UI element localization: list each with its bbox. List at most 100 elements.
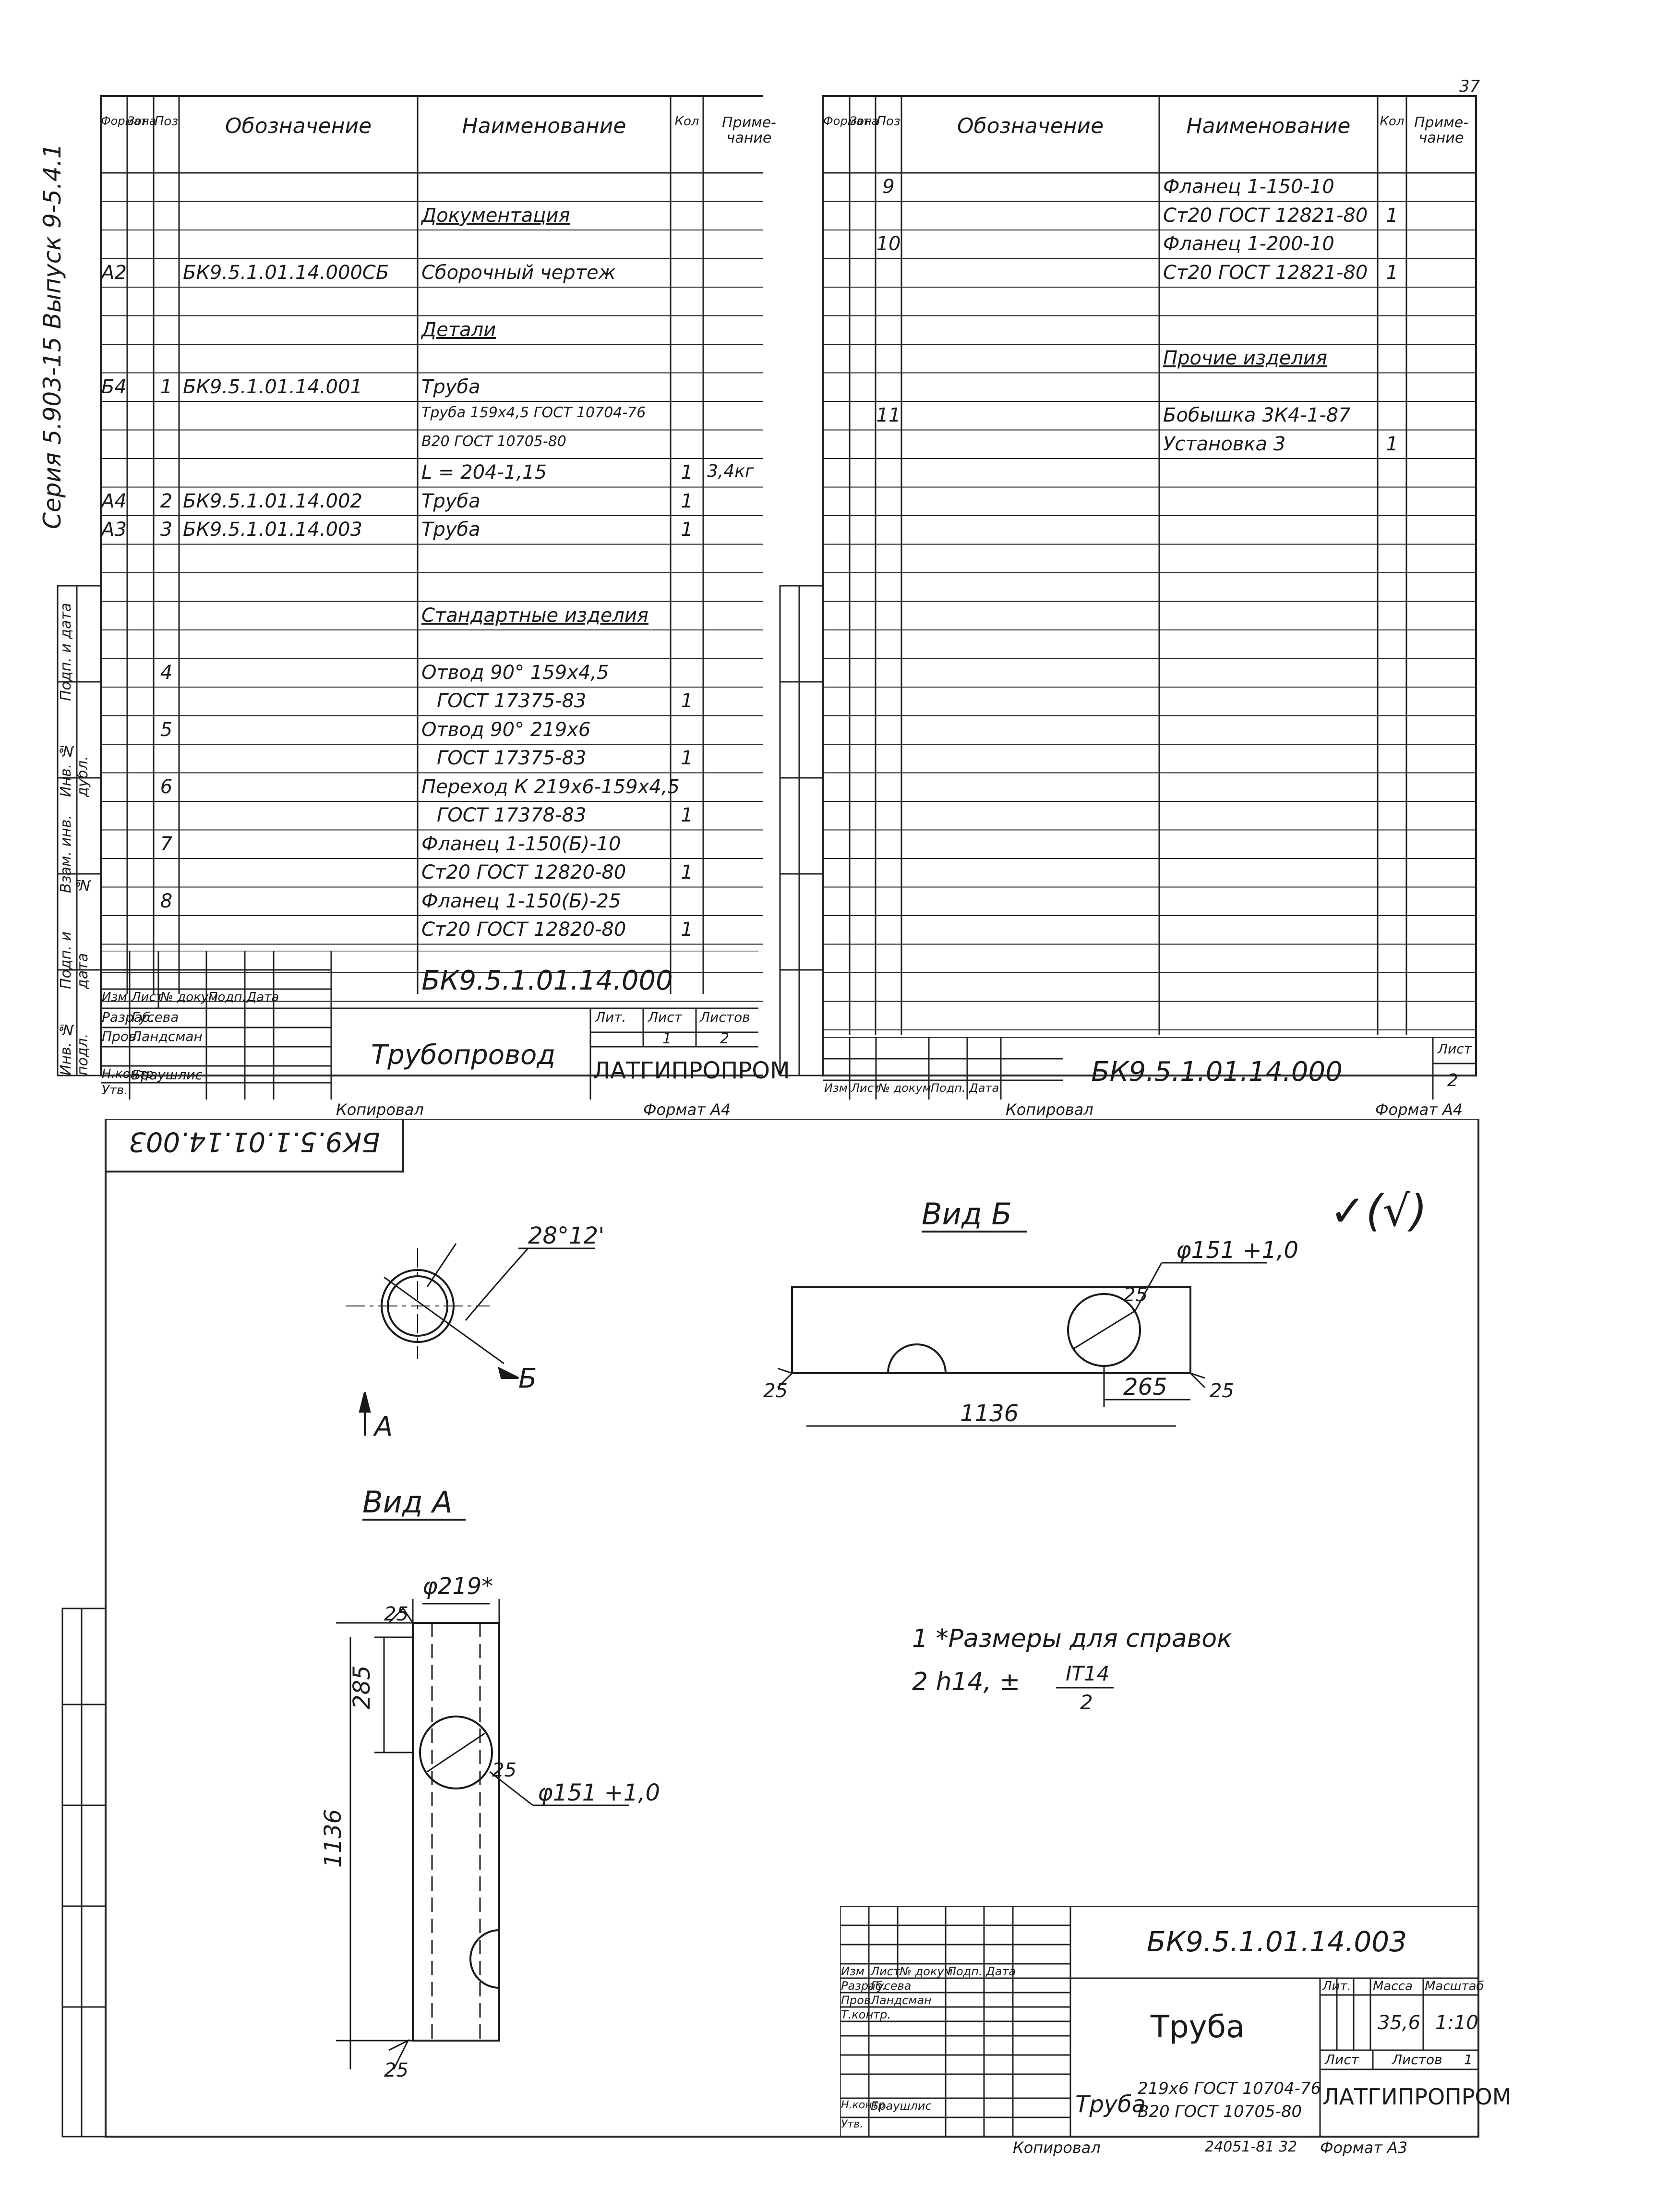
view-b-length: 1136 bbox=[960, 1400, 1019, 1427]
left-spec-cell-name: Ст20 ГОСТ 12820-80 bbox=[421, 919, 626, 941]
right-spec-cell-qty: 1 bbox=[1386, 261, 1398, 284]
left-title-header-date: Дата bbox=[247, 990, 279, 1004]
main-title-role-0: Разраб. bbox=[841, 1979, 887, 1993]
main-title-grid bbox=[840, 1906, 1478, 2137]
main-title-doc-num: 24051-81 32 bbox=[1205, 2139, 1297, 2155]
main-title-role-4: Н.контр. bbox=[841, 2099, 889, 2111]
left-spec-sheet: Серия 5.903-15 Выпуск 9-5.4.1 bbox=[38, 72, 763, 1100]
view-b-outline bbox=[791, 1286, 1191, 1374]
view-b-hole-label: φ151 +1,0 bbox=[1176, 1237, 1298, 1264]
main-title-material-top: 219х6 ГОСТ 10704-76 bbox=[1138, 2079, 1321, 2098]
section-arrow-b: Б bbox=[518, 1363, 537, 1394]
side-label-dup: Инв. № дубл. bbox=[58, 742, 91, 797]
main-title-sheet-label: Лист bbox=[1325, 2052, 1359, 2067]
left-spec-header-name: Наименование bbox=[462, 114, 626, 138]
left-spec-cell-pos: 4 bbox=[160, 661, 173, 684]
main-title-mass: 35,6 bbox=[1378, 2012, 1421, 2034]
left-title-lit-label: Лит. bbox=[595, 1009, 626, 1025]
view-a-length: 1136 bbox=[320, 1809, 347, 1868]
main-title-scale: 1:10 bbox=[1435, 2012, 1478, 2034]
left-spec-cell-name: Отвод 90° 159х4,5 bbox=[421, 661, 609, 684]
corner-sheet-number: 37 bbox=[1459, 77, 1480, 96]
left-title-role-0: Разраб. bbox=[102, 1009, 155, 1025]
left-title-sheet-label: Лист bbox=[648, 1009, 682, 1025]
right-spec-cell-name: Фланец 1-200-10 bbox=[1163, 233, 1334, 255]
left-spec-cell-name: Ст20 ГОСТ 12820-80 bbox=[421, 861, 626, 883]
main-title-header-date: Дата bbox=[986, 1965, 1016, 1978]
right-spec-header-name: Наименование bbox=[1186, 114, 1351, 138]
section-angle: 28°12' bbox=[528, 1222, 604, 1249]
main-title-person-4: Браушлис bbox=[871, 2099, 932, 2113]
left-spec-cell-format: А3 bbox=[101, 519, 127, 541]
left-spec-header-qty: Кол bbox=[674, 114, 699, 129]
left-spec-cell-pos: 7 bbox=[160, 833, 173, 855]
main-title-role-2: Т.контр. bbox=[841, 2008, 891, 2021]
left-spec-cell-name: Фланец 1-150(Б)-25 bbox=[421, 890, 621, 912]
left-title-header-list: Лист bbox=[132, 990, 163, 1004]
left-spec-cell-note: 3,4кг bbox=[707, 461, 754, 481]
left-title-header-doc: № докум bbox=[160, 990, 218, 1004]
left-spec-cell-designation: БК9.5.1.01.14.000СБ bbox=[183, 261, 389, 284]
main-title-sheets-label: Листов bbox=[1392, 2052, 1442, 2067]
view-a-notch bbox=[469, 1929, 500, 1989]
left-spec-cell-name: ГОСТ 17375-83 bbox=[437, 747, 587, 769]
view-b-notch bbox=[887, 1343, 947, 1374]
left-spec-cell-name: Детали bbox=[421, 318, 496, 341]
note-2: 2 h14, ± bbox=[912, 1668, 1020, 1696]
right-spec-header-qty: Кол bbox=[1380, 114, 1405, 129]
left-spec-cell-name: Документация bbox=[421, 204, 570, 227]
right-title-header-list: Лист bbox=[851, 1081, 880, 1095]
left-title-grid bbox=[101, 951, 758, 1100]
left-title-sheet: 1 bbox=[662, 1030, 672, 1047]
right-title-sheet: 2 bbox=[1447, 1071, 1458, 1090]
left-spec-header-designation: Обозначение bbox=[225, 114, 372, 138]
left-spec-cell-name: Труба bbox=[421, 375, 480, 398]
left-spec-cell-qty: 1 bbox=[681, 690, 693, 712]
right-spec-cell-pos: 11 bbox=[876, 404, 901, 426]
main-title-header-list: Лист bbox=[871, 1965, 900, 1978]
main-title-org: ЛАТГИПРОПРОМ bbox=[1322, 2084, 1512, 2110]
left-title-person-1: Ландсман bbox=[132, 1028, 203, 1044]
main-title-code: БК9.5.1.01.14.003 bbox=[1146, 1925, 1407, 1958]
left-title-name: Трубопровод bbox=[371, 1040, 556, 1071]
left-spec-cell-pos: 5 bbox=[160, 718, 173, 741]
main-title-name: Труба bbox=[1150, 2009, 1245, 2045]
right-spec-cell-name: Установка 3 bbox=[1163, 433, 1286, 455]
left-title-role-4: Утв. bbox=[102, 1083, 128, 1098]
view-a-hole bbox=[419, 1716, 493, 1789]
left-title-format: Формат А4 bbox=[643, 1100, 731, 1119]
left-spec-cell-qty: 1 bbox=[681, 861, 693, 883]
right-spec-header-format: Формат bbox=[823, 114, 870, 128]
right-spec-cell-qty: 1 bbox=[1386, 433, 1398, 455]
view-b-offset: 265 bbox=[1123, 1374, 1167, 1401]
note-1: 1 *Размеры для справок bbox=[912, 1624, 1232, 1653]
left-title-header-sign: Подп. bbox=[208, 990, 246, 1004]
main-title-format: Формат А3 bbox=[1320, 2139, 1408, 2157]
right-spec-cell-name: Ст20 ГОСТ 12821-80 bbox=[1163, 261, 1368, 284]
right-title-header-date: Дата bbox=[969, 1081, 999, 1095]
view-a-hole-label: φ151 +1,0 bbox=[538, 1779, 660, 1806]
drawing-frame bbox=[61, 1119, 1479, 2138]
left-spec-cell-name: L = 204-1,15 bbox=[421, 461, 547, 483]
left-spec-cell-qty: 1 bbox=[681, 519, 693, 541]
left-spec-cell-pos: 1 bbox=[160, 375, 173, 398]
right-title-sheet-label: Лист bbox=[1438, 1041, 1472, 1057]
left-title-code: БК9.5.1.01.14.000 bbox=[421, 965, 673, 996]
left-spec-cell-designation: БК9.5.1.01.14.003 bbox=[183, 519, 362, 541]
left-title-copied: Копировал bbox=[336, 1100, 424, 1119]
right-spec-sheet bbox=[768, 72, 1488, 1100]
left-spec-cell-pos: 2 bbox=[160, 490, 173, 512]
side-label-replace: Взам. инв. № bbox=[58, 815, 91, 893]
left-spec-cell-format: А4 bbox=[101, 490, 127, 512]
left-spec-cell-name: Фланец 1-150(Б)-10 bbox=[421, 833, 621, 855]
left-spec-header-pos: Поз bbox=[154, 114, 179, 129]
view-a-outline bbox=[412, 1622, 500, 2042]
left-spec-cell-name: Труба bbox=[421, 490, 480, 512]
side-label-sign2: Подп. и дата bbox=[58, 603, 74, 701]
left-title-person-0: Гусева bbox=[132, 1009, 179, 1025]
left-spec-cell-pos: 6 bbox=[160, 775, 173, 798]
main-title-role-1: Пров. bbox=[841, 1994, 875, 2007]
left-title-sheets-label: Листов bbox=[700, 1009, 750, 1025]
right-spec-header-pos: Поз bbox=[877, 114, 901, 129]
view-b-edge-left: 25 bbox=[763, 1380, 788, 1402]
